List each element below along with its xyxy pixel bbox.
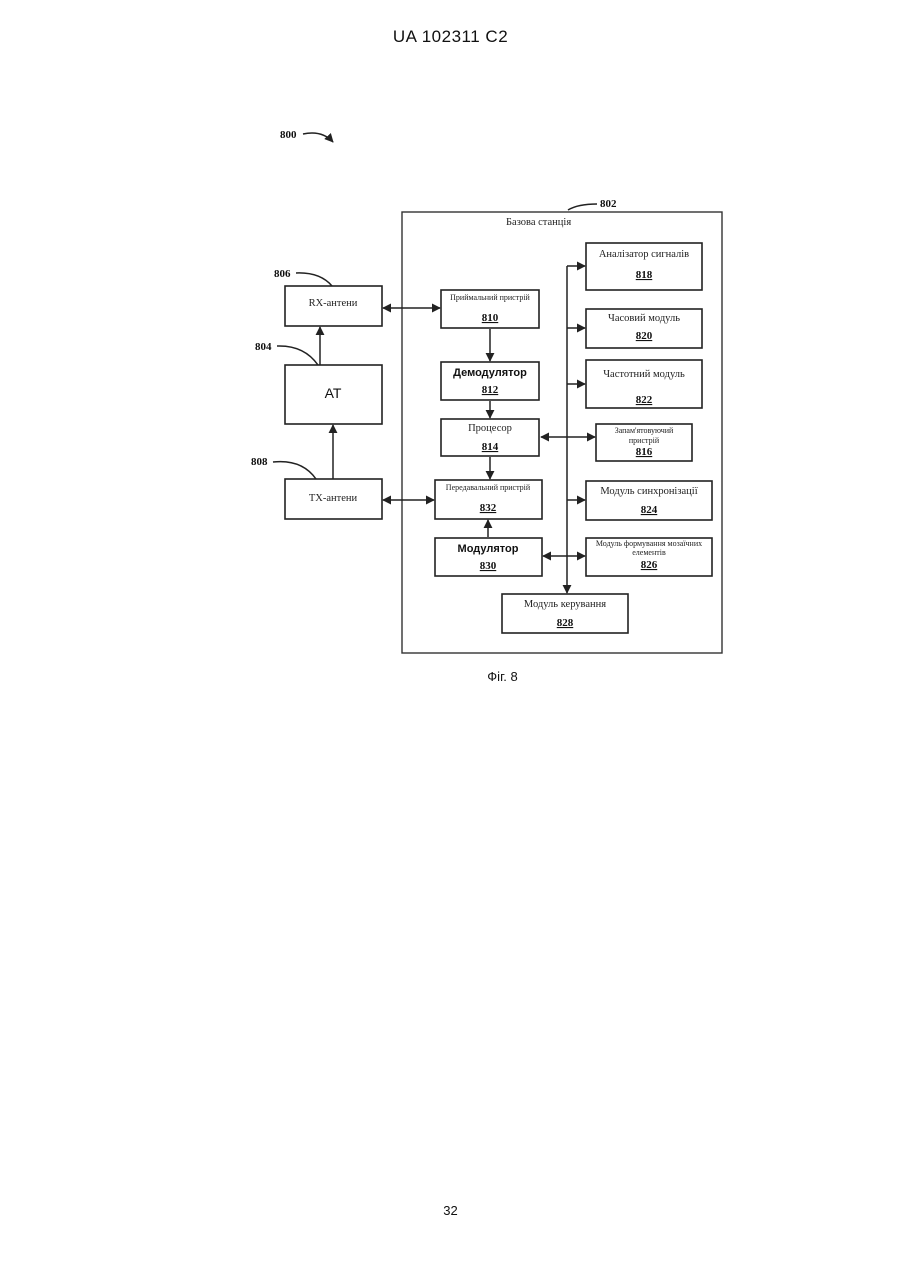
modulator-label: Модулятор	[458, 543, 519, 555]
ref-802-label: 802	[600, 198, 617, 210]
ref-800-arrow	[303, 133, 333, 142]
ref-800-label: 800	[280, 129, 297, 141]
transmitter-number: 832	[480, 502, 497, 514]
ref-802-leader	[568, 204, 597, 210]
tile-module-label-line1: Модуль формування мозаїчних	[596, 539, 702, 548]
ref-808-leader	[273, 462, 316, 479]
memory-number: 816	[636, 446, 653, 458]
sync-module-label: Модуль синхронізації	[600, 486, 697, 497]
receiver-label: Приймальний пристрій	[450, 293, 530, 302]
receiver-number: 810	[482, 312, 499, 324]
rx-antennas-label: RX-антени	[309, 298, 358, 309]
time-module-label: Часовий модуль	[608, 313, 680, 324]
transmitter-label: Передавальний пристрій	[446, 483, 531, 492]
tx-antennas-label: TX-антени	[309, 493, 358, 504]
memory-label-line1: Запам'ятовуючий	[615, 426, 674, 435]
memory-label-line2: пристрій	[629, 436, 660, 445]
page-number: 32	[0, 1203, 901, 1218]
ref-808-label: 808	[251, 456, 268, 468]
tile-module-number: 826	[641, 559, 658, 571]
signal-analyzer-label: Аналізатор сигналів	[599, 249, 689, 260]
at-label: AT	[325, 385, 342, 401]
freq-module-number: 822	[636, 394, 653, 406]
ref-806-leader	[296, 273, 332, 286]
sync-module-number: 824	[641, 504, 658, 516]
tile-module-label-line2: елементів	[632, 548, 666, 557]
demodulator-number: 812	[482, 384, 499, 396]
base-station-title: Базова станція	[506, 217, 571, 228]
time-module-number: 820	[636, 330, 653, 342]
figure-caption: Фіг. 8	[0, 669, 901, 684]
ref-804-label: 804	[255, 341, 272, 353]
processor-number: 814	[482, 441, 499, 453]
modulator-number: 830	[480, 560, 497, 572]
signal-analyzer-number: 818	[636, 269, 653, 281]
control-module-label: Модуль керування	[524, 599, 606, 610]
ref-806-label: 806	[274, 268, 291, 280]
ref-804-leader	[277, 346, 318, 365]
control-module-number: 828	[557, 617, 574, 629]
processor-label: Процесор	[468, 423, 512, 434]
freq-module-label: Частотний модуль	[603, 369, 685, 380]
demodulator-label: Демодулятор	[453, 367, 527, 379]
